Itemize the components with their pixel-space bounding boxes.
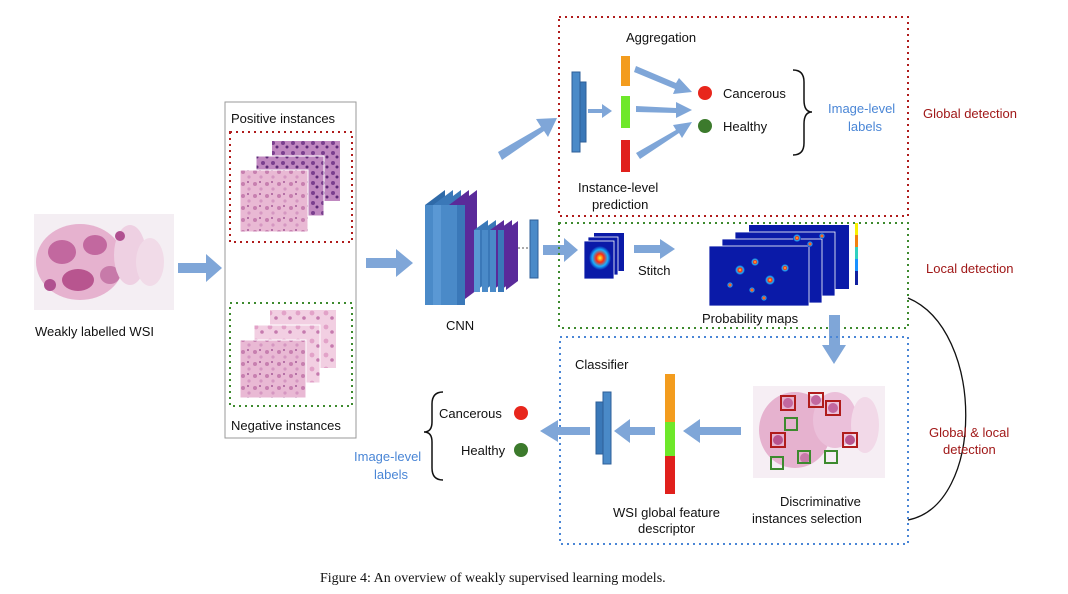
cnn-label: CNN bbox=[446, 318, 474, 333]
positive-patches bbox=[239, 141, 340, 233]
aggregation-label: Aggregation bbox=[626, 30, 696, 45]
arrow-classifier-to-labels bbox=[540, 420, 590, 442]
combined-image-level-label-line1: Image-level bbox=[354, 449, 421, 464]
cancerous-dot bbox=[698, 86, 712, 100]
cnn-block bbox=[425, 190, 539, 305]
combined-healthy-label: Healthy bbox=[461, 443, 506, 458]
arrow-local-to-selection bbox=[822, 315, 846, 364]
arrow-stack-to-bars bbox=[588, 104, 612, 118]
combined-healthy-dot bbox=[514, 443, 528, 457]
classifier-label: Classifier bbox=[575, 357, 629, 372]
negative-instances-box bbox=[229, 302, 353, 407]
arrow-wsi-to-instances bbox=[178, 254, 222, 282]
instance-level-label-line1: Instance-level bbox=[578, 180, 658, 195]
selection-label-line2: instances selection bbox=[752, 511, 862, 526]
arrow-selection-to-descriptor bbox=[683, 419, 741, 443]
probability-maps bbox=[708, 225, 849, 307]
combined-detection-box bbox=[559, 336, 909, 545]
instance-prediction-bars bbox=[621, 56, 630, 172]
global-cancerous-label: Cancerous bbox=[723, 86, 786, 101]
arrow-instances-to-cnn bbox=[366, 249, 413, 277]
wsi-label: Weakly labelled WSI bbox=[35, 324, 154, 339]
combined-brace bbox=[423, 391, 444, 481]
aggregation-arrows bbox=[634, 66, 692, 159]
arrow-stitch bbox=[634, 239, 675, 259]
combined-cancerous-dot bbox=[514, 406, 528, 420]
global-detection-title: Global detection bbox=[923, 106, 1017, 121]
negative-patches bbox=[239, 310, 336, 399]
descriptor-label-line2: descriptor bbox=[638, 521, 696, 536]
arrow-cnn-to-global bbox=[498, 118, 557, 160]
combined-cancerous-label: Cancerous bbox=[439, 406, 502, 421]
selection-label-line1: Discriminative bbox=[780, 494, 861, 509]
wsi-descriptor-bar bbox=[665, 374, 675, 494]
positive-instances-box bbox=[229, 131, 353, 243]
global-healthy-label: Healthy bbox=[723, 119, 768, 134]
wsi-thumbnail bbox=[34, 214, 174, 310]
global-brace bbox=[792, 69, 813, 156]
stitch-label: Stitch bbox=[638, 263, 671, 278]
local-detection-title: Local detection bbox=[926, 261, 1013, 276]
patch-heatmaps bbox=[583, 233, 624, 280]
positive-instances-label: Positive instances bbox=[231, 111, 336, 126]
figure-caption: Figure 4: An overview of weakly supervis… bbox=[320, 571, 666, 586]
global-image-level-label-line1: Image-level bbox=[828, 101, 895, 116]
local-detection-box bbox=[558, 222, 909, 329]
probability-maps-label: Probability maps bbox=[702, 311, 799, 326]
global-local-connector bbox=[907, 297, 967, 521]
negative-instances-label: Negative instances bbox=[231, 418, 341, 433]
descriptor-label-line1: WSI global feature bbox=[613, 505, 720, 520]
probability-colorbar bbox=[855, 223, 858, 285]
combined-image-level-label-line2: labels bbox=[374, 467, 408, 482]
selection-wsi-thumbnail bbox=[753, 386, 885, 478]
arrow-cnn-to-local bbox=[543, 238, 578, 262]
combined-title-line1: Global & local bbox=[929, 425, 1009, 440]
instance-level-label-line2: prediction bbox=[592, 197, 648, 212]
global-feature-stack bbox=[571, 71, 587, 153]
healthy-dot bbox=[698, 119, 712, 133]
global-detection-box bbox=[558, 16, 909, 217]
global-image-level-label-line2: labels bbox=[848, 119, 882, 134]
combined-title-line2: detection bbox=[943, 442, 996, 457]
instances-panel bbox=[224, 101, 357, 439]
classifier-stack bbox=[595, 391, 612, 465]
arrow-descriptor-to-classifier bbox=[614, 419, 655, 443]
